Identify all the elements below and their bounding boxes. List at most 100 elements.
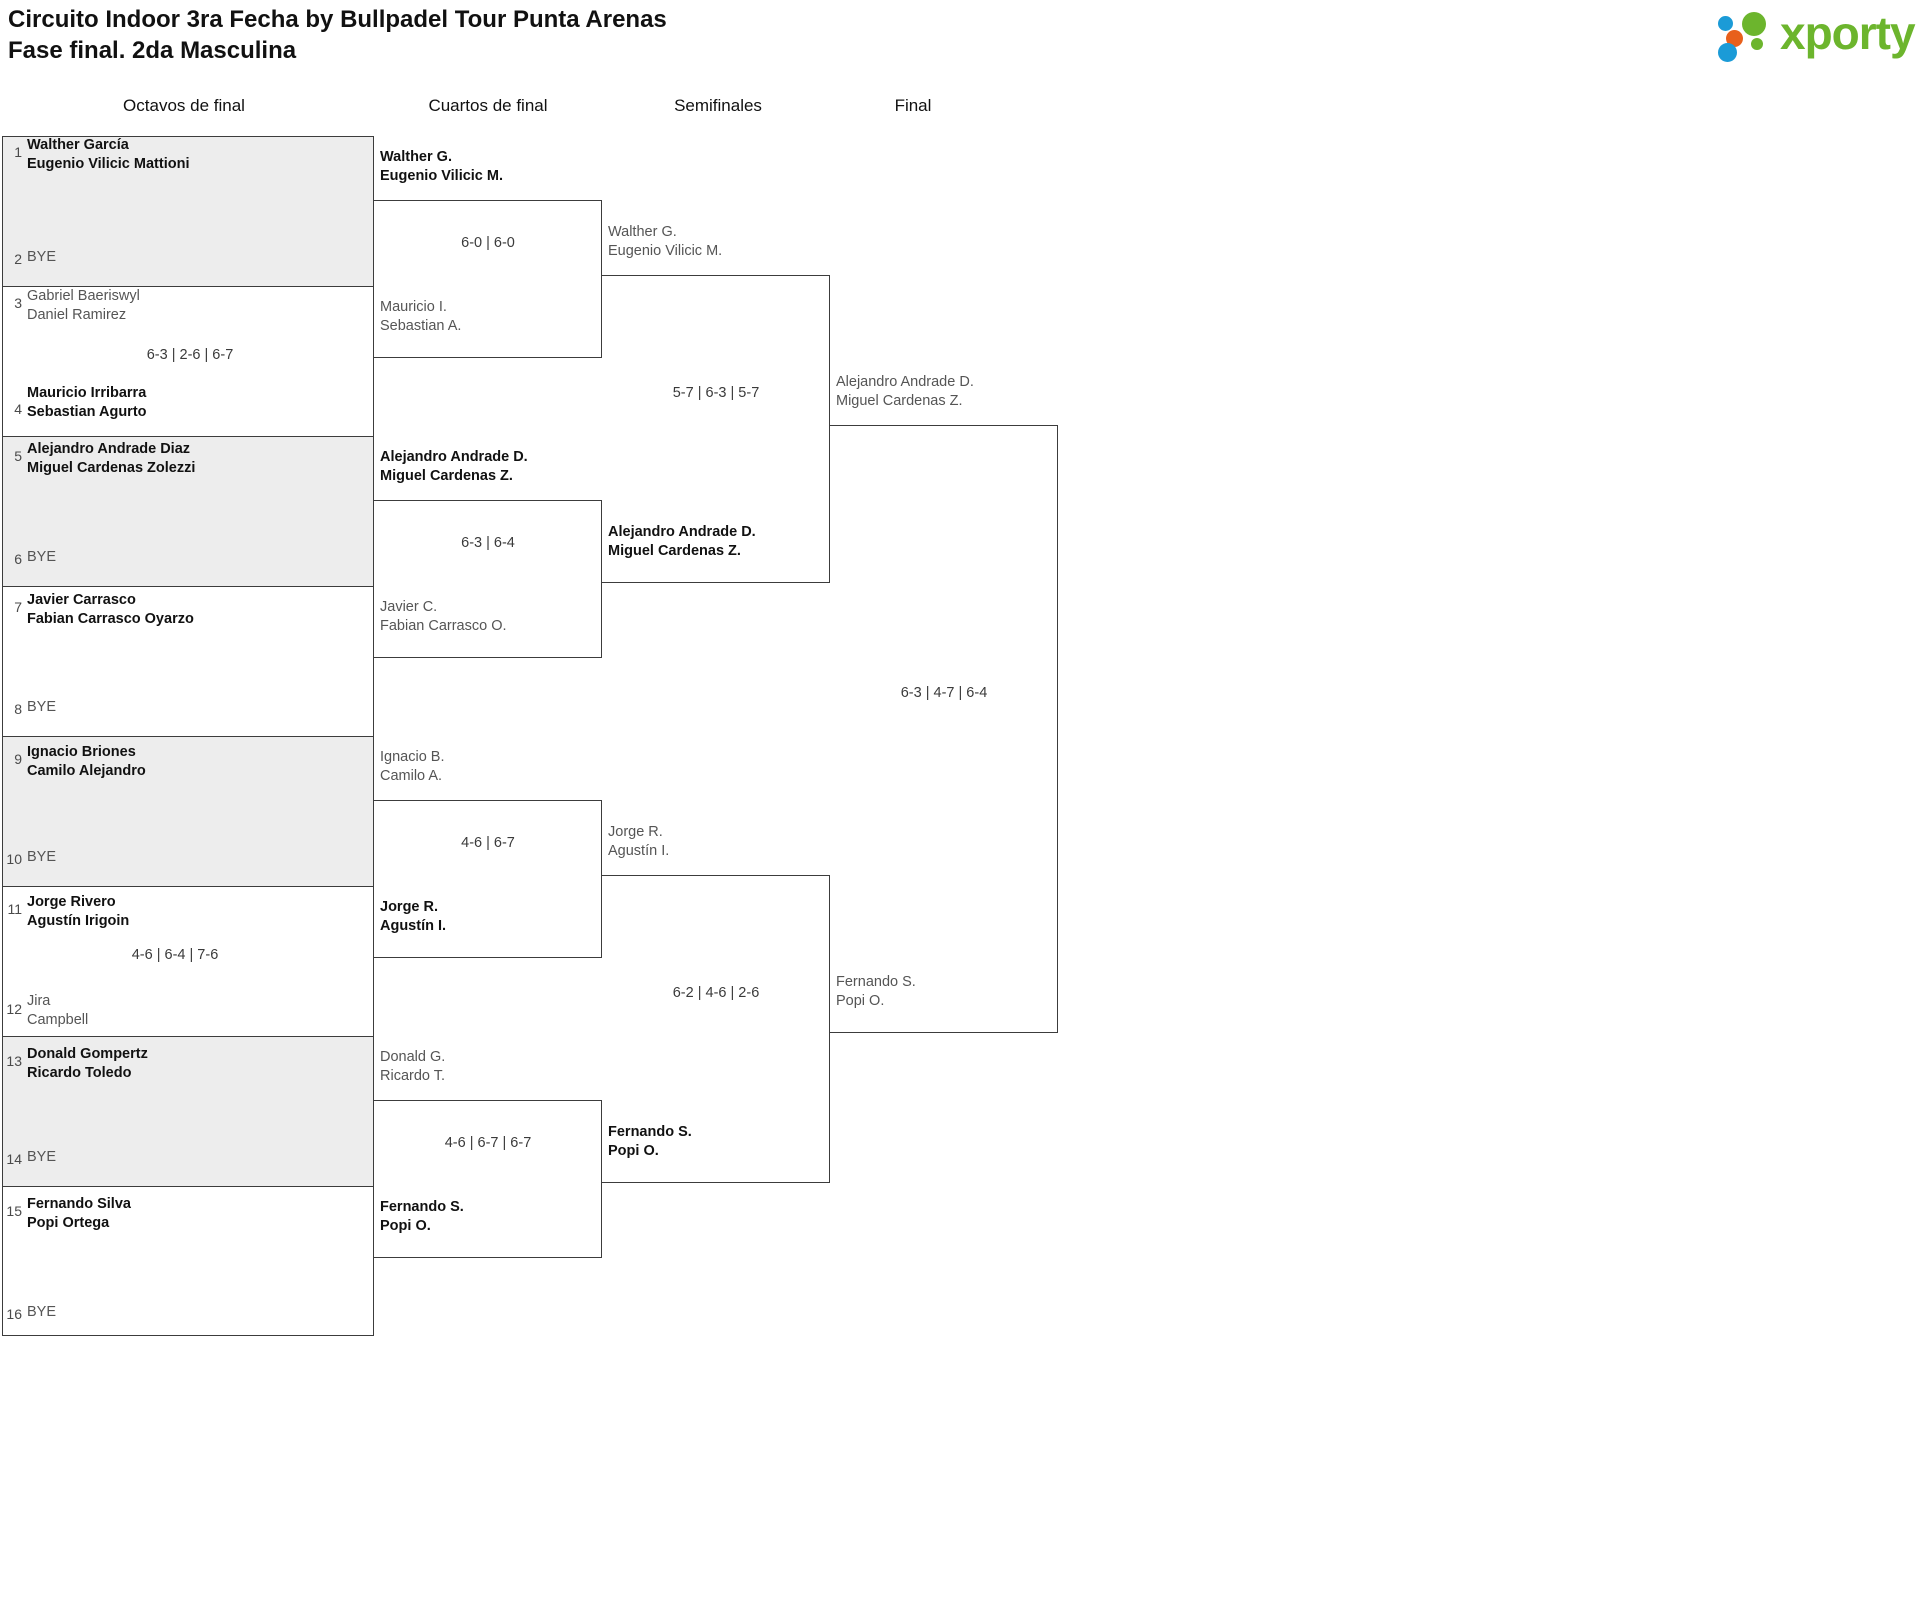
r1-entry-14-line1: BYE	[27, 1149, 57, 1165]
r2-match-3-top-line1: Ignacio B.	[380, 749, 445, 765]
r2-match-4-top-line1: Donald G.	[380, 1049, 446, 1065]
r2-match-1-top-line2: Eugenio Vilicic M.	[380, 168, 504, 184]
r1-score-6: 4-6 | 6-4 | 7-6	[131, 947, 219, 963]
r4-final-connector[interactable]	[830, 425, 1058, 1033]
r1-entry-15-line2: Popi Ortega	[27, 1215, 110, 1231]
r1-seed-11: 11	[7, 901, 22, 917]
r2-match-4-bot-line1: Fernando S.	[380, 1199, 464, 1215]
r3-match-2-bot-line2: Popi O.	[608, 1143, 659, 1159]
r2-match-4-bot-line2: Popi O.	[380, 1218, 431, 1234]
round-header-semifinales: Semifinales	[674, 96, 762, 115]
r1-pair-2[interactable]	[2, 286, 374, 436]
r1-entry-3-line1: Gabriel Baeriswyl	[27, 288, 140, 304]
r3-match-1-connector[interactable]	[602, 275, 830, 583]
r1-entry-11-line2: Agustín Irigoin	[27, 913, 130, 929]
r4-final-top-line1: Alejandro Andrade D.	[836, 374, 974, 390]
r1-entry-11-line1: Jorge Rivero	[27, 894, 116, 910]
r1-entry-4-line1: Mauricio Irribarra	[27, 385, 147, 401]
r2-match-3-top-line2: Camilo A.	[380, 768, 443, 784]
r3-match-2-bot-line1: Fernando S.	[608, 1124, 692, 1140]
r1-entry-2-line1: BYE	[27, 249, 57, 265]
r2-match-2-connector[interactable]	[374, 500, 602, 658]
r1-score-2: 6-3 | 2-6 | 6-7	[146, 347, 234, 363]
r2-match-2-top-line2: Miguel Cardenas Z.	[380, 468, 513, 484]
r1-entry-9-line2: Camilo Alejandro	[27, 763, 146, 779]
r4-final-score: 6-3 | 4-7 | 6-4	[900, 685, 988, 701]
r2-match-1-connector[interactable]	[374, 200, 602, 358]
r1-entry-10-line1: BYE	[27, 849, 57, 865]
r1-entry-7-line2: Fabian Carrasco Oyarzo	[27, 611, 194, 627]
r1-seed-9: 9	[14, 751, 22, 767]
r2-match-3-bot-line2: Agustín I.	[380, 918, 447, 934]
r1-pair-4[interactable]	[2, 586, 374, 736]
r1-pair-5[interactable]	[2, 736, 374, 886]
r1-seed-13: 13	[6, 1053, 22, 1069]
logo-dot-green-big	[1742, 12, 1766, 36]
logo-dot-green-small	[1751, 38, 1763, 50]
r3-match-1-bot-line1: Alejandro Andrade D.	[608, 524, 756, 540]
logo-dot-blue-top	[1718, 16, 1733, 31]
r1-entry-13-line1: Donald Gompertz	[27, 1046, 148, 1062]
r1-pair-6[interactable]	[2, 886, 374, 1036]
page-title: Circuito Indoor 3ra Fecha by Bullpadel T…	[8, 4, 667, 66]
r1-entry-15-line1: Fernando Silva	[27, 1196, 131, 1212]
logo-wordmark: xporty	[1780, 7, 1916, 59]
r1-entry-13-line2: Ricardo Toledo	[27, 1065, 132, 1081]
logo-dot-orange	[1726, 30, 1743, 47]
r2-match-3-connector[interactable]	[374, 800, 602, 958]
r1-pair-3[interactable]	[2, 436, 374, 586]
r2-match-3-bot-line1: Jorge R.	[380, 899, 439, 915]
r2-match-1-bot-line2: Sebastian A.	[380, 318, 462, 334]
round-header-cuartos: Cuartos de final	[428, 96, 548, 115]
r1-seed-16: 16	[6, 1306, 22, 1322]
r1-entry-3-line2: Daniel Ramirez	[27, 307, 127, 323]
r3-match-1-top-line2: Eugenio Vilicic M.	[608, 243, 723, 259]
r2-match-1-score: 6-0 | 6-0	[461, 235, 515, 251]
r1-seed-14: 14	[6, 1151, 22, 1167]
tournament-title-line1: Circuito Indoor 3ra Fecha by Bullpadel T…	[8, 6, 667, 33]
r1-pair-7[interactable]	[2, 1036, 374, 1186]
r2-match-4-connector[interactable]	[374, 1100, 602, 1258]
r1-entry-12-line2: Campbell	[27, 1012, 89, 1028]
r2-match-2-bot-line1: Javier C.	[380, 599, 438, 615]
tournament-title-line2: Fase final. 2da Masculina	[8, 37, 297, 64]
r2-match-2-bot-line2: Fabian Carrasco O.	[380, 618, 507, 634]
r1-entry-4-line2: Sebastian Agurto	[27, 404, 147, 420]
xporty-logo[interactable]: xporty	[1718, 6, 1916, 62]
r1-seed-4: 4	[14, 401, 22, 417]
r3-match-2-top-line1: Jorge R.	[608, 824, 663, 840]
r2-match-2-score: 6-3 | 6-4	[461, 535, 515, 551]
r4-final-top-line2: Miguel Cardenas Z.	[836, 393, 963, 409]
r2-match-3-score: 4-6 | 6-7	[461, 835, 515, 851]
r3-match-1-score: 5-7 | 6-3 | 5-7	[672, 385, 760, 401]
r1-pair-1[interactable]	[2, 136, 374, 286]
r1-entry-9-line1: Ignacio Briones	[27, 744, 136, 760]
logo-dots-icon	[1718, 12, 1780, 62]
r1-entry-6-line1: BYE	[27, 549, 57, 565]
r1-entry-5-line2: Miguel Cardenas Zolezzi	[27, 460, 196, 476]
r3-match-1-bot-line2: Miguel Cardenas Z.	[608, 543, 741, 559]
r2-match-1-top-line1: Walther G.	[380, 149, 452, 165]
r1-entry-1-line1: Walther García	[27, 137, 129, 153]
r1-seed-12: 12	[6, 1001, 22, 1017]
r1-pair-8[interactable]	[2, 1186, 374, 1336]
r1-entry-8-line1: BYE	[27, 699, 57, 715]
r1-seed-7: 7	[14, 599, 22, 615]
r4-final-bot-line2: Popi O.	[836, 993, 885, 1009]
r1-seed-5: 5	[14, 448, 22, 464]
round-header-final: Final	[894, 96, 932, 115]
r1-entry-16-line1: BYE	[27, 1304, 57, 1320]
r3-match-2-score: 6-2 | 4-6 | 2-6	[672, 985, 760, 1001]
round-header-octavos: Octavos de final	[123, 96, 245, 115]
r1-entry-7-line1: Javier Carrasco	[27, 592, 136, 608]
r1-seed-8: 8	[14, 701, 22, 717]
r2-match-2-top-line1: Alejandro Andrade D.	[380, 449, 528, 465]
r2-match-4-top-line2: Ricardo T.	[380, 1068, 446, 1084]
r2-match-1-bot-line1: Mauricio I.	[380, 299, 447, 315]
r1-seed-3: 3	[14, 295, 22, 311]
r1-entry-5-line1: Alejandro Andrade Diaz	[27, 441, 191, 457]
r2-match-4-score: 4-6 | 6-7 | 6-7	[444, 1135, 532, 1151]
r3-match-2-top-line2: Agustín I.	[608, 843, 670, 859]
r1-seed-6: 6	[14, 551, 22, 567]
r3-match-2-connector[interactable]	[602, 875, 830, 1183]
